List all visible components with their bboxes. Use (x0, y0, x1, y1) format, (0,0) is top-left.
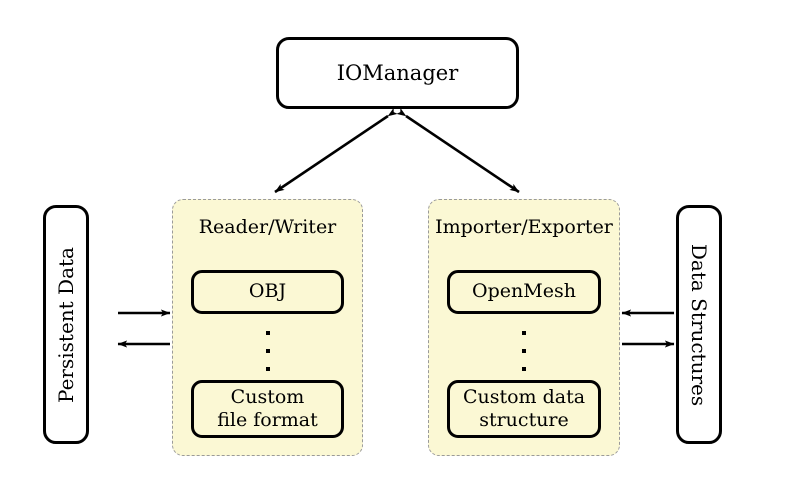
node-obj-label: OBJ (248, 280, 287, 303)
panel-reader-writer[interactable]: Reader/Writer OBJ Custom file format (172, 199, 363, 456)
reader-writer-ellipsis-icon (173, 331, 362, 371)
node-custom-data-structure-line1: Custom data (462, 385, 586, 408)
node-custom-data-structure-label: Custom data structure (463, 386, 585, 432)
node-persistent-data[interactable]: Persistent Data (43, 205, 89, 444)
node-custom-file-format-label: Custom file format (217, 386, 318, 432)
panel-importer-exporter[interactable]: Importer/Exporter OpenMesh Custom data s… (428, 199, 620, 456)
node-custom-file-format-line2: file format (217, 409, 318, 431)
node-persistent-data-label: Persistent Data (54, 246, 78, 403)
panel-reader-writer-title: Reader/Writer (198, 216, 337, 238)
node-obj[interactable]: OBJ (191, 270, 344, 314)
node-custom-data-structure-line2: structure (479, 409, 569, 431)
importer-exporter-ellipsis-icon (429, 331, 619, 371)
node-iomanager-label: IOManager (336, 60, 459, 85)
node-iomanager[interactable]: IOManager (276, 37, 519, 109)
node-openmesh-label: OpenMesh (472, 280, 576, 303)
node-data-structures[interactable]: Data Structures (676, 205, 722, 444)
arrow-iomanager-importer-exporter (396, 107, 520, 194)
panel-importer-exporter-title: Importer/Exporter (435, 216, 613, 238)
node-custom-file-format[interactable]: Custom file format (191, 380, 344, 438)
arrow-iomanager-reader-writer (274, 107, 398, 194)
node-data-structures-label: Data Structures (687, 243, 711, 406)
node-custom-data-structure[interactable]: Custom data structure (447, 380, 601, 438)
node-openmesh[interactable]: OpenMesh (447, 270, 601, 314)
node-custom-file-format-line1: Custom (230, 385, 305, 408)
